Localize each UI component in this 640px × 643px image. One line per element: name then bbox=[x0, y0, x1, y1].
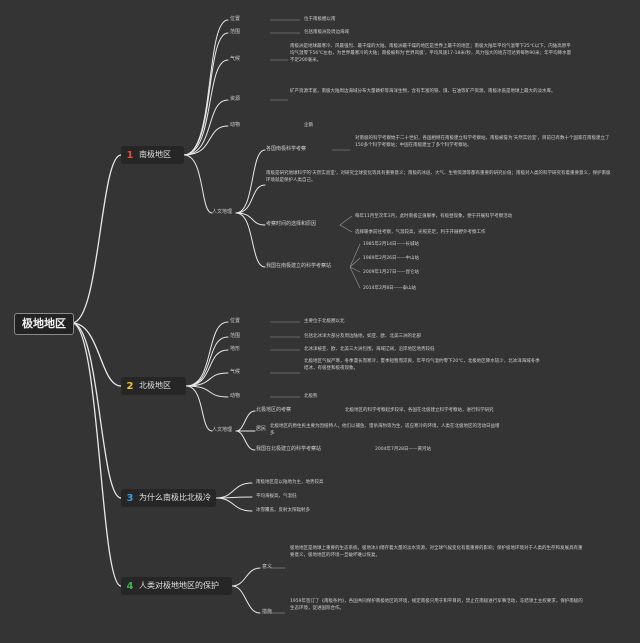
expedition-timing-1: 每年11月至次年3月，此时南极正值暖季，有极昼现象，便于开展科学考察活动 bbox=[355, 214, 513, 219]
arctic-climate: 北极地区气候严寒，冬季漫长而寒冷，夏季短暂而凉爽，年平均气温约零下20℃，北极地… bbox=[304, 359, 540, 371]
antarctic-expedition: 对南极的科学考察始于二十世纪，各国相继在南极建立科学考察站，南极被誉为'天然实验… bbox=[355, 136, 610, 148]
arctic-climate-key[interactable]: 气候 bbox=[230, 369, 241, 375]
station-zhongshan: 1989年2月26日——中山站 bbox=[363, 256, 420, 261]
arctic-location: 主要位于北极圈以北 bbox=[304, 319, 345, 324]
station-taishan: 2014年2月8日——泰山站 bbox=[363, 286, 417, 291]
arctic-terrain-key[interactable]: 地形 bbox=[230, 346, 241, 352]
arctic-humanities-label[interactable]: 人文地理 bbox=[212, 427, 233, 433]
antarctic-scope: 包括南极洲及周边海域 bbox=[304, 30, 349, 35]
antarctic-animals-key[interactable]: 动物 bbox=[230, 122, 241, 128]
branch-label: 为什么南极比北极冷 bbox=[139, 493, 211, 502]
branch-label: 南极地区 bbox=[139, 150, 171, 159]
arctic-station: 2004年7月28日——黄河站 bbox=[375, 447, 432, 452]
antarctic-location-key[interactable]: 位置 bbox=[230, 16, 241, 22]
protection-measures-key[interactable]: 措施 bbox=[262, 609, 273, 615]
branch-number: 1 bbox=[126, 150, 134, 161]
protection-measures: 1959年签订了《南极条约》，各国共同保护南极地区的环境，规定南极只用于和平目的… bbox=[290, 599, 583, 611]
branch-number: 3 bbox=[126, 493, 134, 504]
arctic-residents: 北极地区的原住民主要为因纽特人，他们以捕鱼、猎杀海豹等为生，适应寒冷的环境，人类… bbox=[270, 424, 500, 436]
arctic-expedition: 北极地区的科学考察起步较早，各国在北极建立科学考察站，进行科学研究 bbox=[345, 408, 494, 413]
branch-antarctic[interactable]: 1 南极地区 bbox=[121, 146, 184, 164]
protection-significance-key[interactable]: 意义 bbox=[262, 564, 273, 570]
protection-significance: 极地地区是地球上重要的生态系统，极地冰川储存着大量的淡水资源，对全球气候变化有着… bbox=[290, 546, 583, 558]
antarctic-significance: 南极是研究地球科学的'天然实验室'，对研究全球变化等具有重要意义；南极的冰层、大… bbox=[266, 171, 611, 183]
branch-protection[interactable]: 4 人类对极地地区的保护 bbox=[121, 577, 232, 595]
arctic-scope-key[interactable]: 范围 bbox=[230, 333, 241, 339]
arctic-animals: 北极熊 bbox=[304, 394, 318, 399]
station-kunlun: 2009年1月27日——昆仑站 bbox=[363, 270, 420, 275]
root-node[interactable]: 极地地区 bbox=[14, 313, 74, 335]
branch-number: 4 bbox=[126, 581, 134, 592]
branch-arctic[interactable]: 2 北极地区 bbox=[121, 377, 186, 395]
branch-label: 北极地区 bbox=[139, 381, 171, 390]
reason-land: 南极地区是以陆地为主，地势较高 bbox=[256, 480, 324, 485]
branch-label: 人类对极地地区的保护 bbox=[139, 581, 219, 590]
arctic-scope: 包括北冰洋大部分及周边陆地，如亚、欧、北美三洲的北部 bbox=[304, 334, 421, 339]
expedition-timing-key[interactable]: 考察时间的选择和原因 bbox=[266, 221, 317, 227]
antarctic-climate-key[interactable]: 气候 bbox=[230, 56, 241, 62]
antarctic-scope-key[interactable]: 范围 bbox=[230, 29, 241, 35]
arctic-location-key[interactable]: 位置 bbox=[230, 318, 241, 324]
antarctic-location: 位于南极圈以南 bbox=[304, 17, 336, 22]
antarctic-resources: 矿产资源丰富，南极大陆周边海域分布大量磷虾等海洋生物，含有丰富的铁、煤、石油等矿… bbox=[290, 89, 556, 94]
antarctic-climate: 南极洲是地球最寒冷、风最强烈、最干燥的大陆，南极洲最干燥的地区是世界上最干的地区… bbox=[290, 44, 572, 63]
reason-altitude: 平均海拔高，气温低 bbox=[256, 494, 297, 499]
arctic-station-key[interactable]: 我国在北极建立的科学考察站 bbox=[256, 446, 322, 452]
antarctic-humanities-label[interactable]: 人文地理 bbox=[212, 209, 233, 215]
china-stations-key[interactable]: 我国在南极建立的科学考察站 bbox=[266, 263, 332, 269]
branch-why-colder[interactable]: 3 为什么南极比北极冷 bbox=[121, 489, 216, 507]
reason-ice: 冰雪覆盖，反射太阳辐射多 bbox=[256, 508, 310, 513]
antarctic-resources-key[interactable]: 资源 bbox=[230, 96, 241, 102]
arctic-residents-key[interactable]: 居民 bbox=[256, 426, 267, 432]
arctic-animals-key[interactable]: 动物 bbox=[230, 393, 241, 399]
antarctic-animals: 企鹅 bbox=[304, 123, 313, 128]
station-changcheng: 1985年2月14日——长城站 bbox=[363, 242, 420, 247]
expedition-timing-2: 选择暖季前往考察，气温较高，光照充足，利于开展野外考察工作 bbox=[355, 230, 486, 235]
arctic-expedition-key[interactable]: 北极地区的考察 bbox=[256, 407, 292, 413]
branch-number: 2 bbox=[126, 381, 134, 392]
arctic-terrain: 北冰洋被亚、欧、北美三大洲包围，海域辽阔，沿岸地区地势较低 bbox=[304, 347, 435, 352]
antarctic-expedition-key[interactable]: 各国南极科学考察 bbox=[266, 146, 307, 152]
